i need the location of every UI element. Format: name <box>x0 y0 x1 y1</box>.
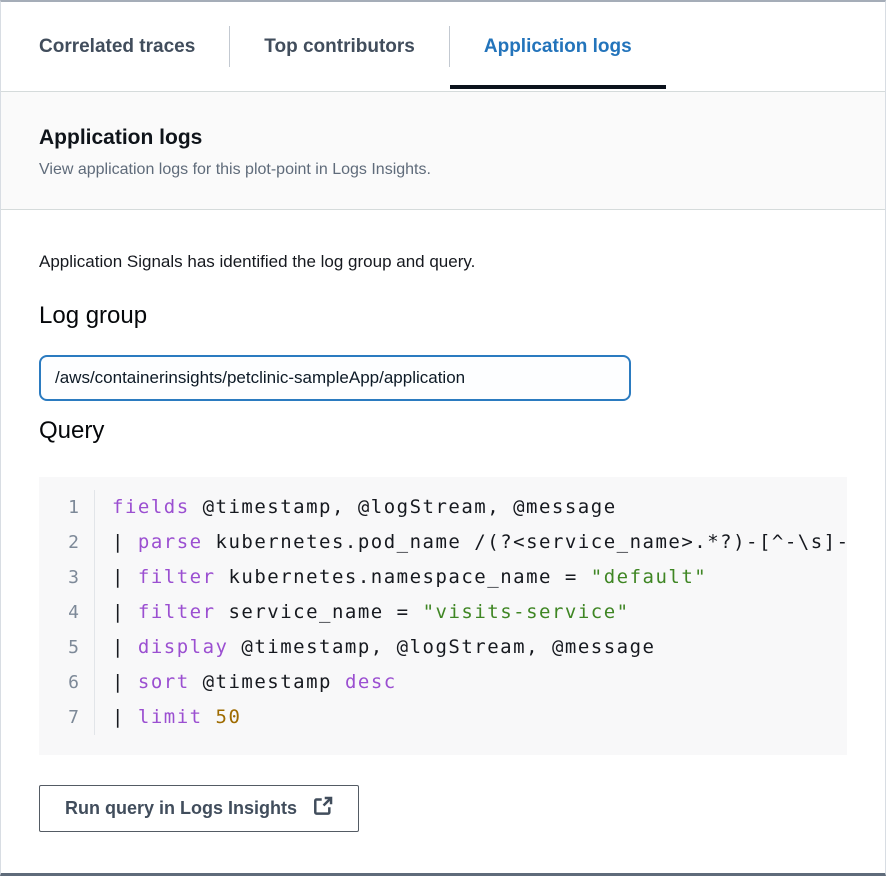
panel-description: View application logs for this plot-poin… <box>39 161 431 178</box>
code-line: 3 | filter kubernetes.namespace_name = "d… <box>39 560 847 595</box>
code-text: | filter kubernetes.namespace_name = "de… <box>112 566 708 588</box>
code-line: 1 fields @timestamp, @logStream, @message <box>39 490 847 525</box>
tab-label: Top contributors <box>264 35 415 57</box>
panel-content: Application Signals has identified the l… <box>1 210 885 873</box>
code-text: fields @timestamp, @logStream, @message <box>112 496 617 518</box>
code-text: | limit 50 <box>112 706 242 728</box>
code-text: | filter service_name = "visits-service" <box>112 601 630 623</box>
code-text: | display @timestamp, @logStream, @messa… <box>112 636 656 658</box>
line-number: 6 <box>39 665 95 700</box>
code-text: | parse kubernetes.pod_name /(?<service_… <box>112 531 847 553</box>
intro-text: Application Signals has identified the l… <box>39 252 476 271</box>
code-line: 6 | sort @timestamp desc <box>39 665 847 700</box>
line-number: 4 <box>39 595 95 630</box>
query-label: Query <box>39 417 105 444</box>
tab-divider <box>229 26 231 67</box>
tab-divider <box>448 26 450 67</box>
tab-top-contributors[interactable]: Top contributors <box>230 2 449 91</box>
tab-application-logs[interactable]: Application logs <box>449 2 666 91</box>
panel-header: Application logs View application logs f… <box>1 92 885 210</box>
tab-label: Correlated traces <box>39 35 196 57</box>
code-block: 1 fields @timestamp, @logStream, @message… <box>39 477 847 755</box>
line-number: 3 <box>39 560 95 595</box>
code-line: 5 | display @timestamp, @logStream, @mess… <box>39 630 847 665</box>
tab-label: Application logs <box>483 35 632 57</box>
code-line: 7 | limit 50 <box>39 700 847 735</box>
code-line: 4 | filter service_name = "visits-service… <box>39 595 847 630</box>
code-text: | sort @timestamp desc <box>112 671 397 693</box>
line-number: 2 <box>39 525 95 560</box>
tab-correlated-traces[interactable]: Correlated traces <box>5 2 229 91</box>
panel-title: Application logs <box>39 126 203 149</box>
run-query-button[interactable]: Run query in Logs Insights <box>39 785 360 832</box>
code-line: 2 | parse kubernetes.pod_name /(?<service… <box>39 525 847 560</box>
line-number: 7 <box>39 700 95 735</box>
line-number: 5 <box>39 630 95 665</box>
log-group-label: Log group <box>39 302 148 329</box>
line-number: 1 <box>39 490 95 525</box>
tab-bar: Correlated traces Top contributors Appli… <box>1 2 885 92</box>
external-link-icon <box>312 796 333 822</box>
run-query-button-label: Run query in Logs Insights <box>65 798 298 818</box>
log-group-input[interactable] <box>39 355 631 401</box>
